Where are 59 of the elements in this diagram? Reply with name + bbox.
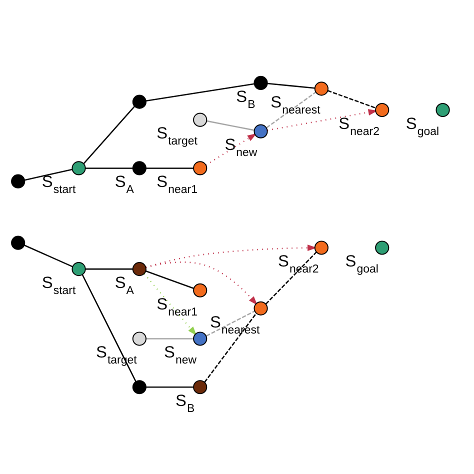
node-label: S$_{goal}$ — [345, 252, 378, 276]
node-label: S$_{start}$ — [42, 172, 76, 196]
node-circle — [375, 240, 390, 254]
connector — [85, 268, 133, 270]
node-label: S$_{A}$ — [114, 273, 134, 296]
node-circle — [193, 380, 208, 394]
node-circle — [11, 174, 26, 188]
node-circle — [132, 380, 146, 394]
node-label: S$_{B}$ — [236, 87, 256, 110]
arrow — [146, 261, 258, 305]
connector — [146, 386, 194, 388]
connector — [82, 274, 136, 382]
node-circle — [314, 240, 328, 254]
node-label: S$_{B}$ — [176, 391, 195, 414]
node-label: S$_{near1}$ — [156, 172, 198, 196]
node-label: S$_{nearest}$ — [270, 93, 320, 116]
connector — [327, 90, 376, 108]
node-circle — [132, 160, 146, 175]
node-label: S$_{near2}$ — [278, 252, 319, 276]
connector — [145, 270, 194, 288]
node-label: S$_{target}$ — [156, 124, 198, 148]
node-circle — [193, 331, 208, 346]
connector — [24, 244, 73, 267]
connector — [267, 82, 315, 88]
node-label: S$_{new}$ — [224, 136, 258, 159]
node-label: S$_{nearest}$ — [210, 312, 260, 336]
node-circle — [375, 102, 390, 117]
node-circle — [132, 262, 146, 276]
connector — [266, 91, 316, 128]
node-label: S$_{near1}$ — [156, 294, 198, 318]
node-label: S$_{goal}$ — [406, 114, 440, 138]
node-circle — [254, 124, 268, 138]
connector — [265, 251, 317, 304]
node-circle — [254, 300, 268, 315]
node-label: S$_{start}$ — [42, 273, 76, 296]
node-circle — [132, 94, 146, 108]
node-circle — [193, 282, 208, 297]
node-circle — [254, 75, 268, 90]
connector — [146, 167, 194, 168]
node-circle — [193, 112, 208, 126]
node-circle — [72, 262, 86, 276]
node-circle — [436, 102, 450, 117]
connector — [146, 338, 194, 339]
connector — [204, 312, 257, 382]
connector — [24, 168, 72, 180]
node-label: S$_{A}$ — [114, 172, 134, 196]
connector — [85, 167, 133, 168]
connector — [83, 106, 135, 164]
connector — [206, 310, 255, 336]
node-label: S$_{new}$ — [164, 343, 197, 366]
arrow — [144, 272, 197, 336]
node-label: S$_{near2}$ — [338, 114, 380, 138]
connector — [206, 120, 254, 130]
node-circle — [72, 160, 86, 175]
node-circle — [132, 331, 146, 346]
connector — [146, 82, 254, 102]
node-circle — [193, 160, 208, 175]
node-circle — [11, 235, 26, 250]
node-circle — [314, 81, 328, 96]
